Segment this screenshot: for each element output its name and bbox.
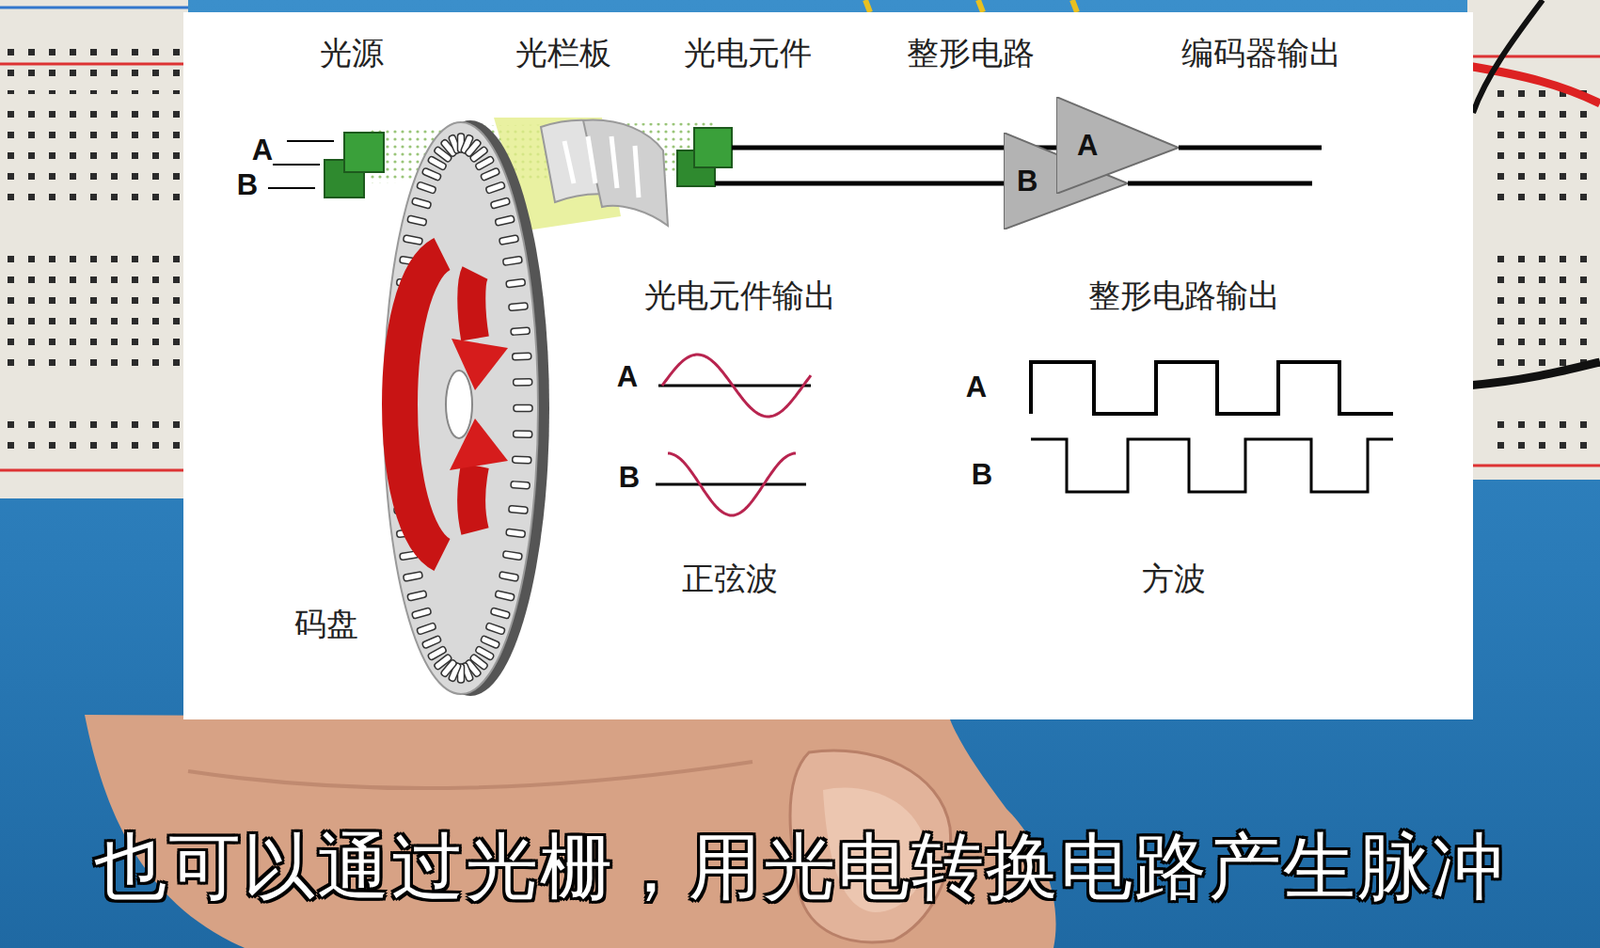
disk-slot xyxy=(510,481,530,490)
disk-slot xyxy=(480,634,501,649)
part-name: 编码器输出 xyxy=(1181,35,1342,71)
waveform-name: 方波 xyxy=(1141,561,1206,597)
disk-slot xyxy=(510,327,530,335)
disk-slot xyxy=(403,235,424,246)
disk-slot xyxy=(512,456,532,464)
part-name: 光栏板 xyxy=(515,35,612,71)
signal-name: B xyxy=(237,169,258,202)
disk-slot xyxy=(411,607,432,619)
disk-slot xyxy=(508,505,529,514)
disk-slot xyxy=(416,181,437,194)
disk-slot xyxy=(506,278,526,287)
diagram-card xyxy=(183,12,1474,720)
disk-slot xyxy=(485,622,506,635)
disk-slot xyxy=(513,379,533,386)
signal-name: A xyxy=(1077,130,1098,160)
signal-name: A xyxy=(252,134,273,167)
disk-slot xyxy=(499,235,520,246)
disk-slot xyxy=(485,181,506,194)
disk-slot xyxy=(416,622,437,635)
triangle-outline xyxy=(1056,96,1179,194)
disk-slot xyxy=(407,215,428,226)
axis-line xyxy=(655,385,811,485)
signal-name: A xyxy=(617,361,638,394)
signal-name: B xyxy=(1016,166,1038,196)
disk-slot xyxy=(403,571,424,583)
section-title: 光电元件输出 xyxy=(644,278,837,314)
section-title: 整形电路输出 xyxy=(1088,278,1281,314)
disk-slot xyxy=(411,197,432,209)
disk-slot xyxy=(506,528,526,538)
part-name: 光电元件 xyxy=(683,35,812,71)
disk-slot xyxy=(512,352,532,361)
code-disk xyxy=(383,120,550,697)
waveform-name: 正弦波 xyxy=(681,561,778,597)
disk-slot xyxy=(513,405,533,412)
disk-slot xyxy=(508,302,529,312)
disk-slot xyxy=(407,590,428,602)
disk-slot xyxy=(494,215,515,226)
rotation-arrow xyxy=(399,253,508,555)
disk-slot xyxy=(502,255,523,266)
square-wave xyxy=(1030,362,1394,414)
disk-slot xyxy=(490,197,510,209)
grating-plate xyxy=(540,120,668,226)
light-source xyxy=(268,132,384,198)
signal-name: B xyxy=(618,461,640,494)
disk-slot xyxy=(502,551,523,561)
disk-slot xyxy=(475,155,495,171)
subtitle: 也可以通过光栅，用光电转换电路产生脉冲 xyxy=(0,827,1600,908)
part-name: 整形电路 xyxy=(906,35,1035,71)
disk-slot xyxy=(480,167,501,181)
signal-name: B xyxy=(971,459,993,492)
signal-name: A xyxy=(966,371,987,404)
square-wave xyxy=(1030,439,1394,492)
sine-wave xyxy=(667,453,796,516)
disk-slot xyxy=(421,634,442,649)
photo-element xyxy=(677,127,732,187)
disk-slot xyxy=(513,430,533,438)
disk-slot xyxy=(427,646,447,662)
disk-slot xyxy=(499,571,520,583)
part-name: 光源 xyxy=(319,35,384,71)
sine-wave xyxy=(662,354,811,417)
part-name: 码盘 xyxy=(294,606,359,642)
buffer-triangle: A xyxy=(1056,96,1179,194)
disk-slot xyxy=(421,167,442,181)
disk-slot xyxy=(494,590,515,602)
disk-slot xyxy=(490,607,510,619)
